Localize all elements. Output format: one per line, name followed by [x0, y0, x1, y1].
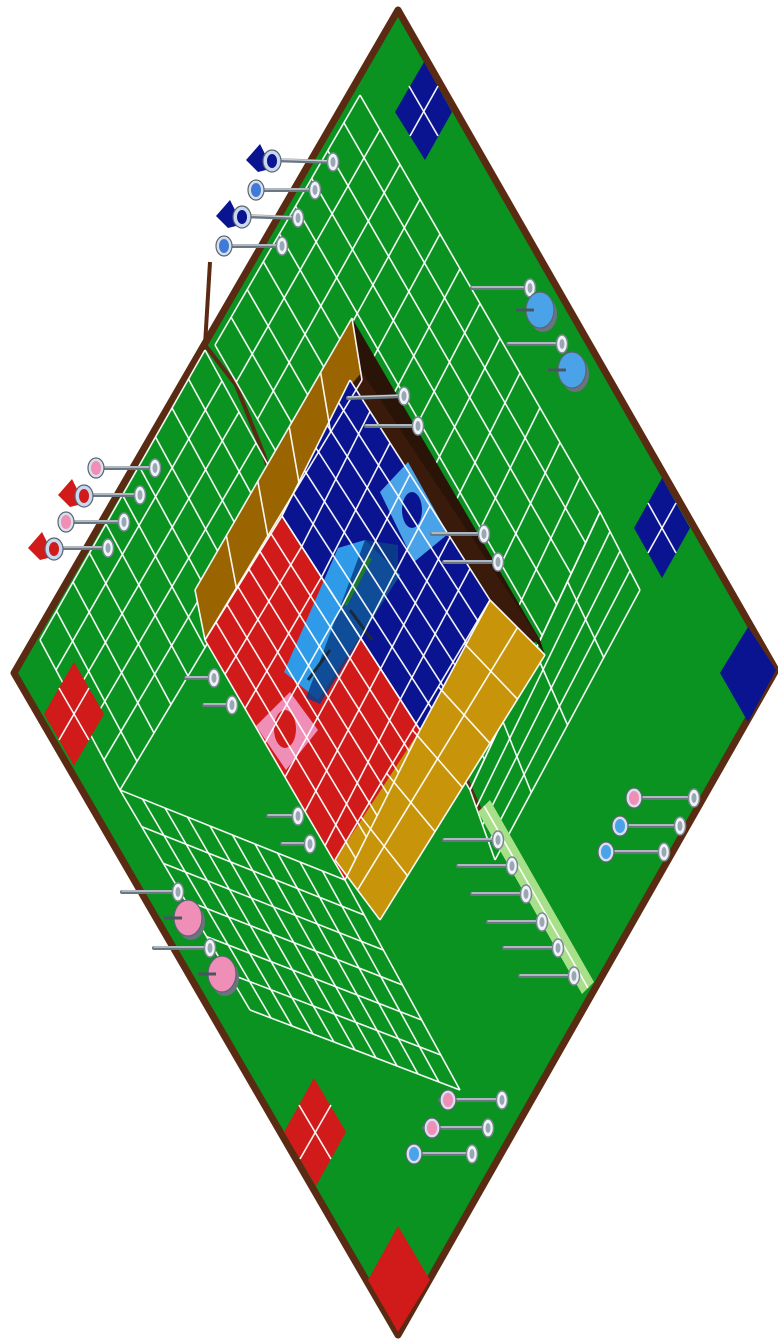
peg-hole	[402, 391, 407, 401]
peg-hole	[470, 1149, 475, 1159]
red-flag-piece[interactable]	[28, 532, 63, 560]
piece-face	[91, 461, 101, 475]
light-blue-small-piece[interactable]	[612, 816, 628, 836]
peg-hole	[331, 157, 336, 167]
peg-hole	[528, 283, 533, 293]
piece-face	[251, 183, 261, 197]
peg-hole	[662, 847, 667, 857]
blue-home-marker	[402, 492, 422, 528]
peg-hole	[208, 943, 213, 953]
pink-small-piece[interactable]	[424, 1118, 440, 1138]
light-blue-small-piece[interactable]	[598, 842, 614, 862]
peg-hole	[230, 700, 235, 710]
peg-hole	[482, 529, 487, 539]
peg-hole	[524, 889, 529, 899]
peg-hole	[500, 1095, 505, 1105]
piece-face	[629, 791, 639, 805]
peg-hole	[313, 185, 318, 195]
peg-hole	[486, 1123, 491, 1133]
peg-hole	[416, 421, 421, 431]
pink-small-piece[interactable]	[626, 788, 642, 808]
peg-hole	[212, 673, 217, 683]
peg-hole	[138, 490, 143, 500]
peg-hole	[540, 917, 545, 927]
red-flag-piece[interactable]	[58, 479, 93, 507]
piece-face	[49, 542, 59, 556]
blue-small-piece[interactable]	[248, 180, 264, 200]
light-blue-small-piece[interactable]	[406, 1144, 422, 1164]
peg-hole	[280, 241, 285, 251]
peg-hole	[122, 517, 127, 527]
pink-small-piece[interactable]	[440, 1090, 456, 1110]
peg-hole	[572, 971, 577, 981]
piece-face	[409, 1147, 419, 1161]
blue-flag-piece[interactable]	[216, 200, 251, 228]
peg-hole	[308, 839, 313, 849]
peg-hole	[556, 943, 561, 953]
piece-face	[79, 489, 89, 503]
piece-face	[219, 239, 229, 253]
peg-hole	[106, 543, 111, 553]
piece-face	[615, 819, 625, 833]
pink-small-piece[interactable]	[58, 512, 74, 532]
blue-flag-piece[interactable]	[246, 144, 281, 172]
peg-hole	[153, 463, 158, 473]
blue-small-piece[interactable]	[216, 236, 232, 256]
piece-face	[237, 210, 247, 224]
piece-face	[427, 1121, 437, 1135]
piece-face	[601, 845, 611, 859]
piece-face	[443, 1093, 453, 1107]
piece-face	[267, 154, 277, 168]
peg-hole	[496, 835, 501, 845]
peg-hole	[692, 793, 697, 803]
peg-hole	[510, 861, 515, 871]
pink-small-piece[interactable]	[88, 458, 104, 478]
peg-hole	[296, 811, 301, 821]
peg-hole	[678, 821, 683, 831]
peg-hole	[296, 213, 301, 223]
peg-hole	[176, 887, 181, 897]
peg-hole	[560, 339, 565, 349]
piece-face	[61, 515, 71, 529]
peg-hole	[496, 557, 501, 567]
